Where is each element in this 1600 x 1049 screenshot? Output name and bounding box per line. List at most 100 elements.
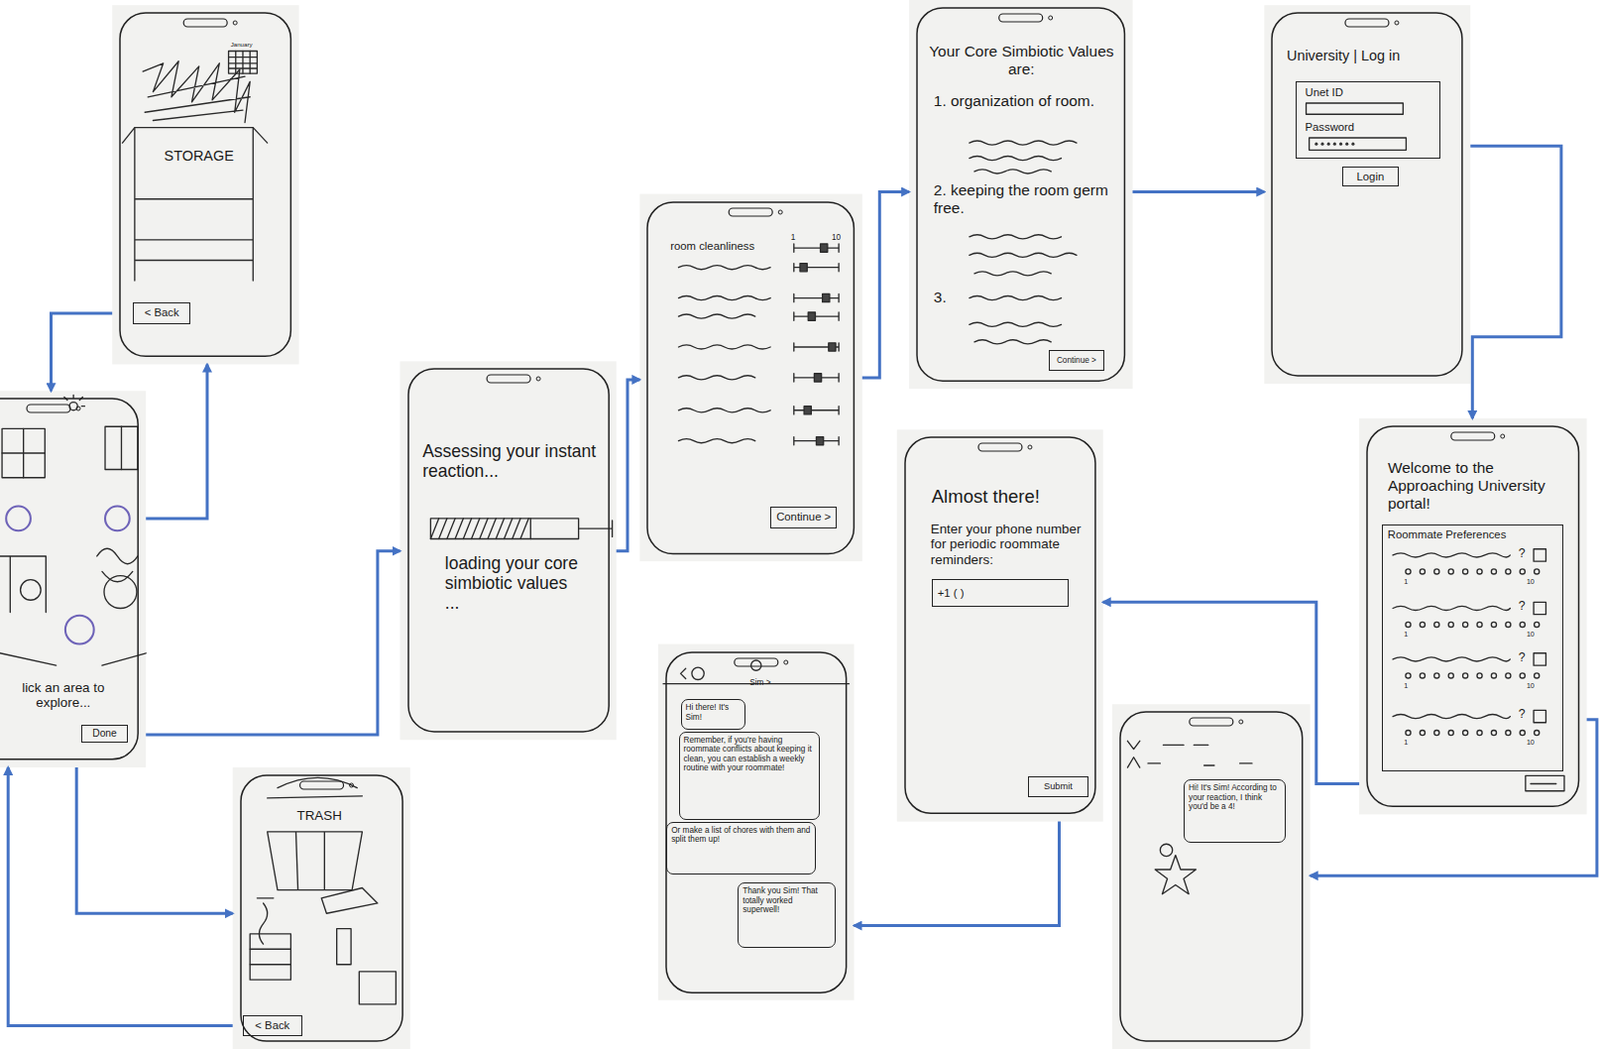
sketch-circle (1505, 729, 1511, 735)
sketch-circle (1448, 729, 1454, 735)
sketch-path (1392, 553, 1510, 719)
flow-arrow (862, 192, 910, 378)
phone-body (408, 368, 609, 732)
sketch-rect (828, 342, 836, 351)
sketch-path (228, 50, 258, 74)
phone-body (1120, 711, 1303, 1041)
sketch-circle (1159, 843, 1172, 856)
phone-outline (232, 767, 411, 1049)
sketch-circle (1419, 673, 1425, 679)
phone-outline (909, 0, 1133, 389)
phone-body (1367, 426, 1580, 806)
sketch-circle (1519, 569, 1525, 574)
sketch-path (969, 140, 1077, 174)
phone-outline (658, 644, 855, 1001)
screen-text: 3. (933, 288, 965, 307)
sketch-rect (639, 194, 862, 563)
screen-text: Welcome to the Approaching University po… (1387, 458, 1577, 512)
phone-outline (1112, 703, 1311, 1049)
chat-header (663, 660, 849, 685)
sketch-circle (1345, 142, 1349, 146)
sketch-path (969, 296, 1062, 344)
sketch-rect (1263, 4, 1471, 384)
sketch-circle (1434, 673, 1440, 679)
bubble-text: Thank you Sim! That totally worked super… (742, 886, 831, 915)
sketch-path (1, 428, 45, 477)
button-label: Login (1357, 170, 1385, 184)
sketch-circle (1519, 673, 1525, 679)
sketch-path (679, 373, 840, 382)
sketch-path (0, 556, 46, 613)
button: Submit (1028, 776, 1090, 798)
phone-body (916, 7, 1125, 381)
sketch-circle (1351, 142, 1355, 146)
flow-arrow (145, 551, 400, 735)
sketch-path (249, 948, 291, 964)
sketch-path (969, 234, 1077, 276)
chat-bubble: Hi there! It's Sim! (681, 698, 747, 730)
phone-speaker (1189, 717, 1234, 726)
sketch-path (1154, 855, 1196, 895)
phone-camera (1239, 719, 1244, 724)
screen-text: 2. keeping the room germ free. (933, 181, 1113, 218)
sketch-circle (1434, 729, 1440, 735)
flow-arrow (51, 313, 114, 391)
button-label: Continue > (776, 510, 831, 524)
sketch-rect (249, 933, 291, 980)
sketch-circle (20, 579, 42, 601)
sketch-path (794, 243, 839, 252)
sketch-circle (691, 667, 704, 680)
phone-screen: lick an area to explore...Done (0, 390, 146, 768)
phone-camera (1028, 445, 1032, 450)
phone-body (666, 652, 847, 993)
sketch-path (679, 437, 840, 446)
sketch-rect (909, 0, 1133, 389)
sketch-g (1405, 569, 1540, 736)
phone-body (0, 398, 138, 760)
phone-outline (1263, 4, 1471, 384)
sketch-rect (815, 437, 823, 446)
sketch-rect (430, 518, 578, 540)
sketch-path (681, 668, 686, 679)
sim-popup-sketch (1127, 740, 1253, 894)
sketch-circle (1477, 729, 1483, 735)
sketch-circle (1405, 729, 1411, 735)
phone-outline (400, 360, 617, 740)
button: < Back (242, 1015, 303, 1036)
phone-speaker (734, 658, 779, 667)
sketch-rect (897, 429, 1104, 821)
screen-text: room cleanliness (670, 239, 783, 253)
sketch-circle (1534, 621, 1540, 627)
sketch-rect (112, 4, 299, 364)
storage-sketch (122, 50, 268, 281)
sketch-rect (228, 50, 258, 74)
screen-text: Sim > (737, 678, 783, 687)
phone-body (1271, 12, 1463, 376)
bubble-text: Or make a list of chores with them and s… (671, 825, 811, 845)
sketch-path (679, 263, 840, 272)
phone-body (647, 202, 854, 555)
phone-speaker (299, 781, 343, 790)
flow-arrow (1133, 190, 1265, 194)
button-label: < Back (144, 306, 180, 320)
phone-camera (76, 406, 81, 411)
flow-arrow (145, 364, 208, 519)
sketch-circle (1405, 673, 1411, 679)
sketch-label: 10 (831, 232, 841, 242)
sketch-rect (658, 644, 855, 1001)
flow-arrow (7, 767, 233, 1027)
sketch-circle (1405, 569, 1411, 574)
phone-speaker (26, 404, 71, 413)
sketch-rect (337, 928, 351, 965)
button-label: +1 ( ) (937, 586, 965, 600)
button: Continue > (770, 506, 837, 530)
phone-speaker (183, 18, 228, 27)
flow-arrow (76, 767, 233, 914)
sketch-circle (5, 506, 31, 532)
sketch-rect (1, 428, 45, 477)
sketch-rect (0, 390, 146, 768)
phone-camera (348, 783, 353, 788)
screen-text: lick an area to explore... (1, 680, 125, 711)
sketch-path (267, 831, 363, 891)
